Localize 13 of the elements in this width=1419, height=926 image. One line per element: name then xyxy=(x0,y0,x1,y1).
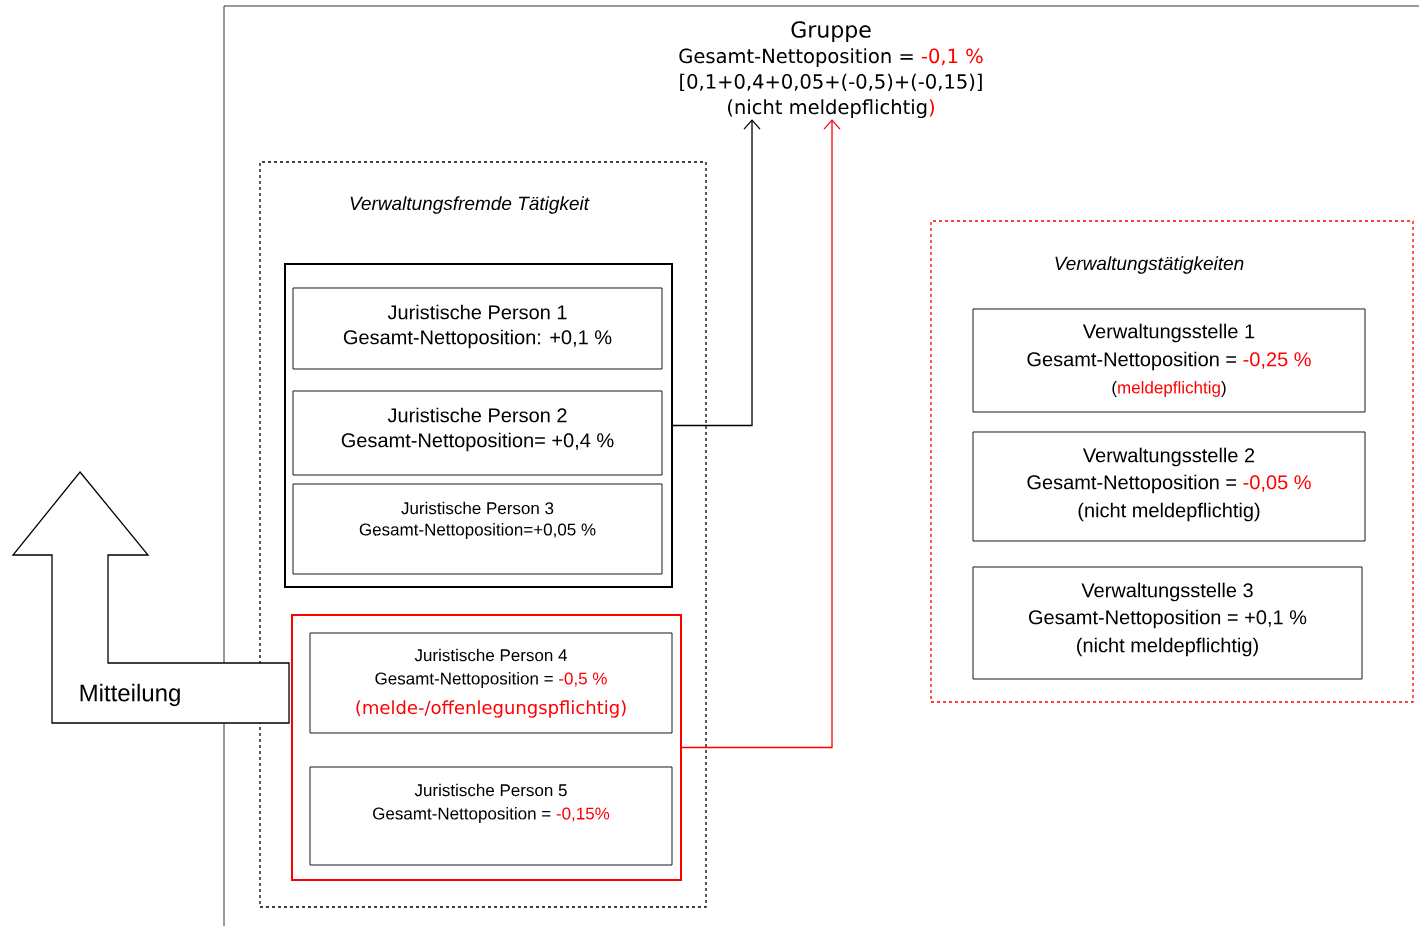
arrow xyxy=(672,119,761,427)
arrow xyxy=(681,119,841,749)
container-box xyxy=(284,263,673,588)
group-heading: Gruppe Gesamt-Nettoposition = -0,1 % [0,1+0,4+0,05+(-0,5)+(-0,15)] (nicht meldepflichtig ) xyxy=(679,21,983,119)
entity-box: Juristische Person 3 Gesamt-Nettoposition=+0,05 % xyxy=(292,483,663,575)
entity-box: Verwaltungsstelle 3 Gesamt-Nettoposition = +0,1 % (nicht meldepflichtig) xyxy=(972,566,1363,680)
entity-box: Juristische Person 2 Gesamt-Nettoposition= +0,4 % xyxy=(292,390,663,476)
entity-box: Juristische Person 4 Gesamt-Nettoposition = -0,5 % (melde-/offenlegungspflichtig) xyxy=(309,632,673,734)
entity-box: Juristische Person 1 Gesamt-Nettoposition: +0,1 % xyxy=(292,287,663,370)
entity-box: Verwaltungsstelle 2 Gesamt-Nettoposition = -0,05 % (nicht meldepflichtig) xyxy=(972,431,1366,542)
container-box xyxy=(291,614,682,881)
entity-box: Verwaltungsstelle 1 Gesamt-Nettoposition = -0,25 % (meldepflichtig) xyxy=(972,308,1366,413)
entity-box: Juristische Person 5 Gesamt-Nettoposition = -0,15% xyxy=(309,766,673,866)
